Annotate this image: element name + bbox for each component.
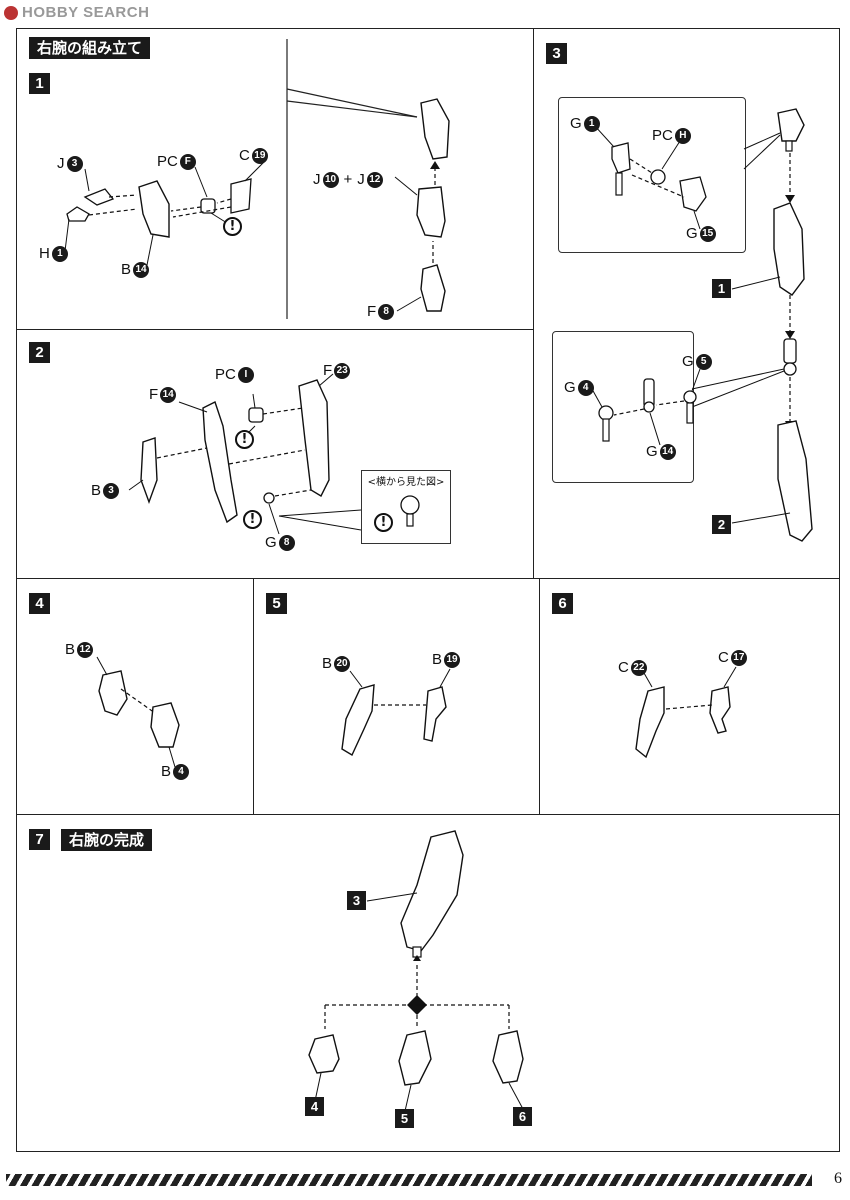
- step-number-7: 7: [29, 829, 50, 850]
- ref-step-5: 5: [395, 1109, 414, 1128]
- footer-stripe-bar: [6, 1174, 812, 1186]
- step2-illustration: [128, 373, 362, 535]
- caution-icon: !: [243, 510, 262, 529]
- step1-illustration: [64, 39, 450, 319]
- ref-step-1: 1: [712, 279, 731, 298]
- step-number-4: 4: [29, 593, 50, 614]
- step-number-5: 5: [266, 593, 287, 614]
- caution-icon: !: [223, 217, 242, 236]
- caution-icon: !: [235, 430, 254, 449]
- side-view-ball-icon: [400, 495, 420, 527]
- hobbysearch-logo-icon: [4, 5, 18, 20]
- watermark: HOBBY SEARCH: [4, 4, 149, 21]
- ref-step-3: 3: [347, 891, 366, 910]
- panel-step-1: 右腕の組み立て 1: [16, 28, 534, 330]
- step6-illustration: [635, 666, 737, 759]
- step-number-2: 2: [29, 342, 50, 363]
- ref-step-2: 2: [712, 515, 731, 534]
- ref-step-6: 6: [513, 1107, 532, 1126]
- side-view-caption: <横から見た図>: [367, 477, 445, 488]
- step7-illustration: [308, 830, 524, 1112]
- panel-step-3: 3: [533, 28, 840, 579]
- step5-illustration: [341, 668, 451, 757]
- caution-icon: !: [374, 513, 393, 532]
- step3-illustration: [591, 108, 813, 542]
- step-number-1: 1: [29, 73, 50, 94]
- panel-step-7: 7 右腕の完成 3 4 5 6: [16, 814, 840, 1152]
- watermark-text: HOBBY SEARCH: [22, 4, 150, 21]
- step4-illustration: [96, 656, 180, 768]
- ref-step-4: 4: [305, 1097, 324, 1116]
- page-number: 6: [834, 1170, 842, 1187]
- side-view-inset: <横から見た図> !: [361, 470, 451, 544]
- final-title: 右腕の完成: [61, 829, 153, 851]
- step-number-3: 3: [546, 43, 567, 64]
- step-number-6: 6: [552, 593, 573, 614]
- section-title: 右腕の組み立て: [29, 37, 151, 59]
